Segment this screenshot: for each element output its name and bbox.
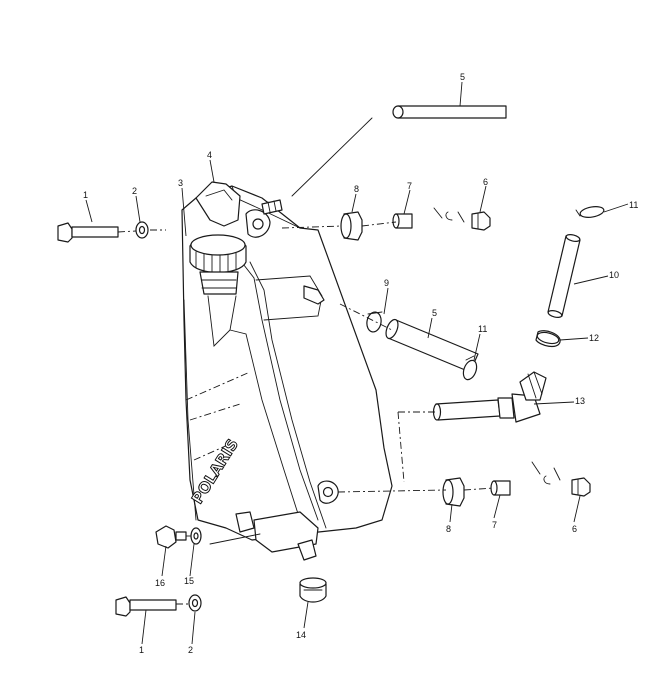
spacer-bottom — [490, 480, 511, 496]
nut-top — [471, 211, 491, 231]
callout-6-top: 6 — [483, 177, 488, 187]
grommet-bottom — [442, 477, 465, 507]
callout-8-bottom: 8 — [446, 524, 451, 534]
callout-7-top: 7 — [407, 181, 412, 191]
callout-16: 16 — [155, 578, 165, 588]
grommet-top — [340, 211, 363, 241]
bolt-bottom — [115, 596, 177, 617]
hose-vertical — [547, 234, 581, 318]
filler-cap — [189, 234, 247, 347]
callout-labels: 1 2 3 4 5 6 7 8 9 10 11 11 12 13 14 15 1… — [83, 72, 638, 655]
washer-top — [135, 221, 149, 239]
callout-8-top: 8 — [354, 184, 359, 194]
clamp-12 — [535, 330, 561, 348]
callout-11-top: 11 — [629, 200, 638, 210]
callout-1-top: 1 — [83, 190, 88, 200]
clamp-top — [575, 206, 605, 218]
callout-1-bottom: 1 — [139, 645, 144, 655]
callout-2-bottom: 2 — [188, 645, 193, 655]
callout-15: 15 — [184, 576, 194, 586]
nut-bottom — [571, 477, 591, 497]
callout-13: 13 — [575, 396, 585, 406]
elbow-fitting — [432, 371, 547, 423]
callout-12: 12 — [589, 333, 599, 343]
washer-15 — [190, 527, 202, 545]
hose-top — [392, 105, 507, 119]
callout-5-middle: 5 — [432, 308, 437, 318]
clamp-middle — [462, 355, 478, 381]
washer-bottom — [188, 594, 202, 612]
callout-10: 10 — [609, 270, 619, 280]
bolt-top — [57, 222, 119, 243]
callout-9: 9 — [384, 278, 389, 288]
callout-4: 4 — [207, 150, 212, 160]
clamp-9 — [366, 311, 383, 333]
spacer-top — [392, 213, 413, 229]
callout-3: 3 — [178, 178, 183, 188]
callout-14: 14 — [296, 630, 306, 640]
plug — [299, 577, 327, 603]
callout-11-middle: 11 — [478, 324, 487, 334]
callout-2-top: 2 — [132, 186, 137, 196]
callout-5-top: 5 — [460, 72, 465, 82]
callout-6-bottom: 6 — [572, 524, 577, 534]
drain-plug — [155, 525, 187, 549]
callout-7-bottom: 7 — [492, 520, 497, 530]
